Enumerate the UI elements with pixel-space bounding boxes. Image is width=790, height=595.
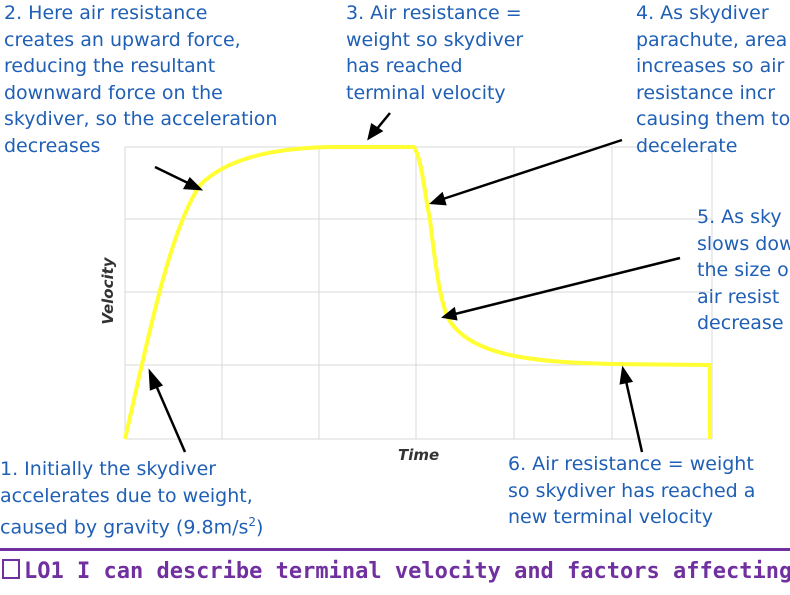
checkbox-icon [2,559,20,579]
annotation-4-line: parachute, area [636,28,788,51]
annotation-3: 3. Air resistance = weight so skydiver h… [346,0,523,106]
annotation-4-line: causing them to [636,108,790,130]
annotation-4-line: 4. As skydiver [636,2,769,24]
arrow-4 [428,138,623,206]
annotation-1-line: caused by gravity (9.8m/s2) [0,515,264,539]
annotation-3-line: terminal velocity [346,81,506,104]
grid [124,146,713,440]
annotation-5-line: decrease [697,312,784,334]
pointer-arrows [148,112,681,453]
annotation-2-line: decreases [4,134,101,157]
annotation-6-line: so skydiver has reached a [508,479,756,502]
annotation-6: 6. Air resistance = weight so skydiver h… [508,451,755,531]
learning-objective-text: LO1 I can describe terminal velocity and… [24,559,790,584]
annotation-4-line: resistance incr [636,81,776,104]
squared-superscript: 2 [248,515,257,529]
annotation-5-line: the size o [697,259,789,281]
annotation-2: 2. Here air resistance creates an upward… [4,0,277,159]
annotation-2-line: downward force on the [4,81,223,104]
annotation-1-line: accelerates due to weight, [0,484,253,507]
velocity-curve [123,145,712,440]
annotation-1: 1. Initially the skydiver accelerates du… [0,456,263,541]
arrow-3 [367,112,391,141]
annotation-5: 5. As sky slows dow the size o air resis… [697,204,790,337]
annotation-4-line: decelerate [636,134,738,157]
annotation-4: 4. As skydiver parachute, area increases… [636,0,790,159]
annotation-2-line: skydiver, so the acceleration [4,108,278,130]
annotation-6-line: 6. Air resistance = weight [508,453,754,475]
annotation-6-line: new terminal velocity [508,506,713,528]
annotation-2-line: reducing the resultant [4,55,216,77]
annotation-3-line: weight so skydiver [346,28,524,51]
annotation-5-line: air resist [697,285,780,308]
annotation-2-line: creates an upward force, [4,28,241,51]
annotation-2-line: 2. Here air resistance [4,2,208,24]
annotation-3-line: 3. Air resistance = [346,2,522,24]
annotation-1-line: 1. Initially the skydiver [0,458,217,480]
arrow-2 [154,165,204,191]
annotation-5-line: 5. As sky [697,206,782,228]
arrow-6 [619,365,644,453]
y-axis-label: Velocity [99,257,117,325]
annotation-5-line: slows dow [697,232,790,255]
learning-objective-bar [0,548,790,595]
x-axis-label: Time [398,446,440,464]
annotation-3-line: has reached [346,55,463,77]
annotation-4-line: increases so air [636,55,785,77]
learning-objective: LO1 I can describe terminal velocity and… [2,559,790,584]
arrow-1 [148,368,187,453]
arrow-5 [441,256,681,321]
